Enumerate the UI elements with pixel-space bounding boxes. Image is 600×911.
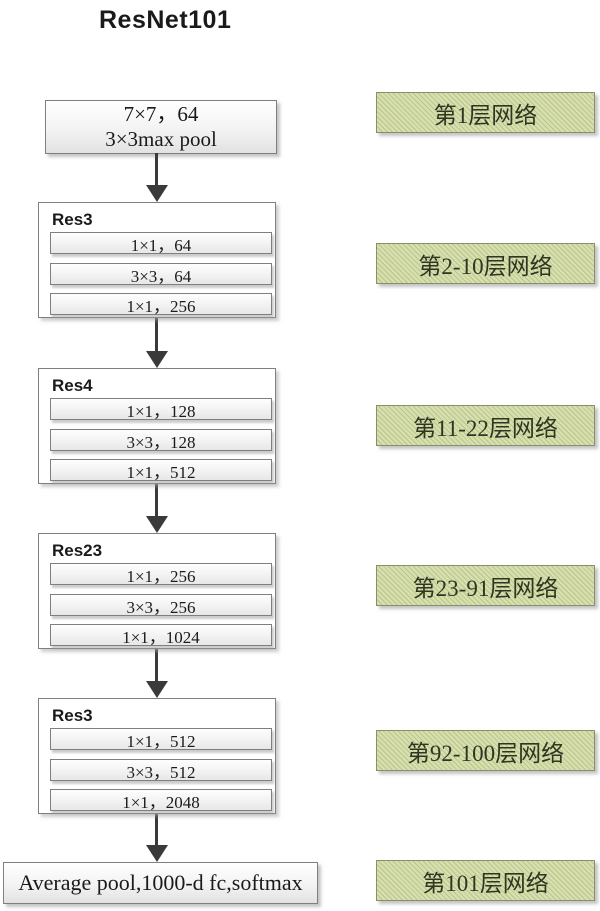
conv-layer-box: 3×3，256 [50,594,272,617]
res-block-stage4: Res3 1×1，512 3×3，512 1×1，2048 [38,698,276,814]
stage-label-layers-23-91: 第23-91层网络 [376,565,595,606]
res-block-label: Res3 [52,210,93,229]
conv-layer-box: 1×1，128 [50,398,272,421]
conv-layer-box: 1×1，256 [50,293,272,316]
stage-label-layers-11-22: 第11-22层网络 [376,405,595,446]
conv-layer-box: 1×1，512 [50,459,272,482]
conv-layer-box: 1×1，2048 [50,789,272,812]
flow-arrow-down-icon [146,153,168,202]
conv-layer-box: 1×1，256 [50,563,272,586]
conv-layer-box: 3×3，128 [50,429,272,452]
conv-layer-box: 3×3，512 [50,759,272,782]
res-block-stage2: Res4 1×1，128 3×3，128 1×1，512 [38,368,276,484]
stage-label-layer-101: 第101层网络 [376,860,595,901]
input-conv-pool-box: 7×7，64 3×3max pool [45,100,277,154]
input-box-line2: 3×3max pool [105,127,217,151]
res-block-stage3: Res23 1×1，256 3×3，256 1×1，1024 [38,533,276,649]
res-block-label: Res23 [52,541,103,560]
stage-label-layers-2-10: 第2-10层网络 [376,243,595,284]
flow-arrow-down-icon [146,812,168,862]
flow-arrow-down-icon [146,317,168,368]
conv-layer-box: 1×1，1024 [50,624,272,647]
diagram-title: ResNet101 [99,6,232,34]
stage-label-layers-92-100: 第92-100层网络 [376,730,595,771]
stage-label-layer-1: 第1层网络 [376,92,595,133]
res-block-stage1: Res3 1×1，64 3×3，64 1×1，256 [38,202,276,318]
flow-arrow-down-icon [146,647,168,698]
output-pool-fc-softmax-box: Average pool,1000-d fc,softmax [3,862,318,904]
flow-arrow-down-icon [146,482,168,533]
input-box-line1: 7×7，64 [123,102,199,126]
res-block-label: Res4 [52,376,93,395]
conv-layer-box: 1×1，64 [50,232,272,255]
conv-layer-box: 1×1，512 [50,728,272,751]
res-block-label: Res3 [52,706,93,725]
conv-layer-box: 3×3，64 [50,263,272,286]
